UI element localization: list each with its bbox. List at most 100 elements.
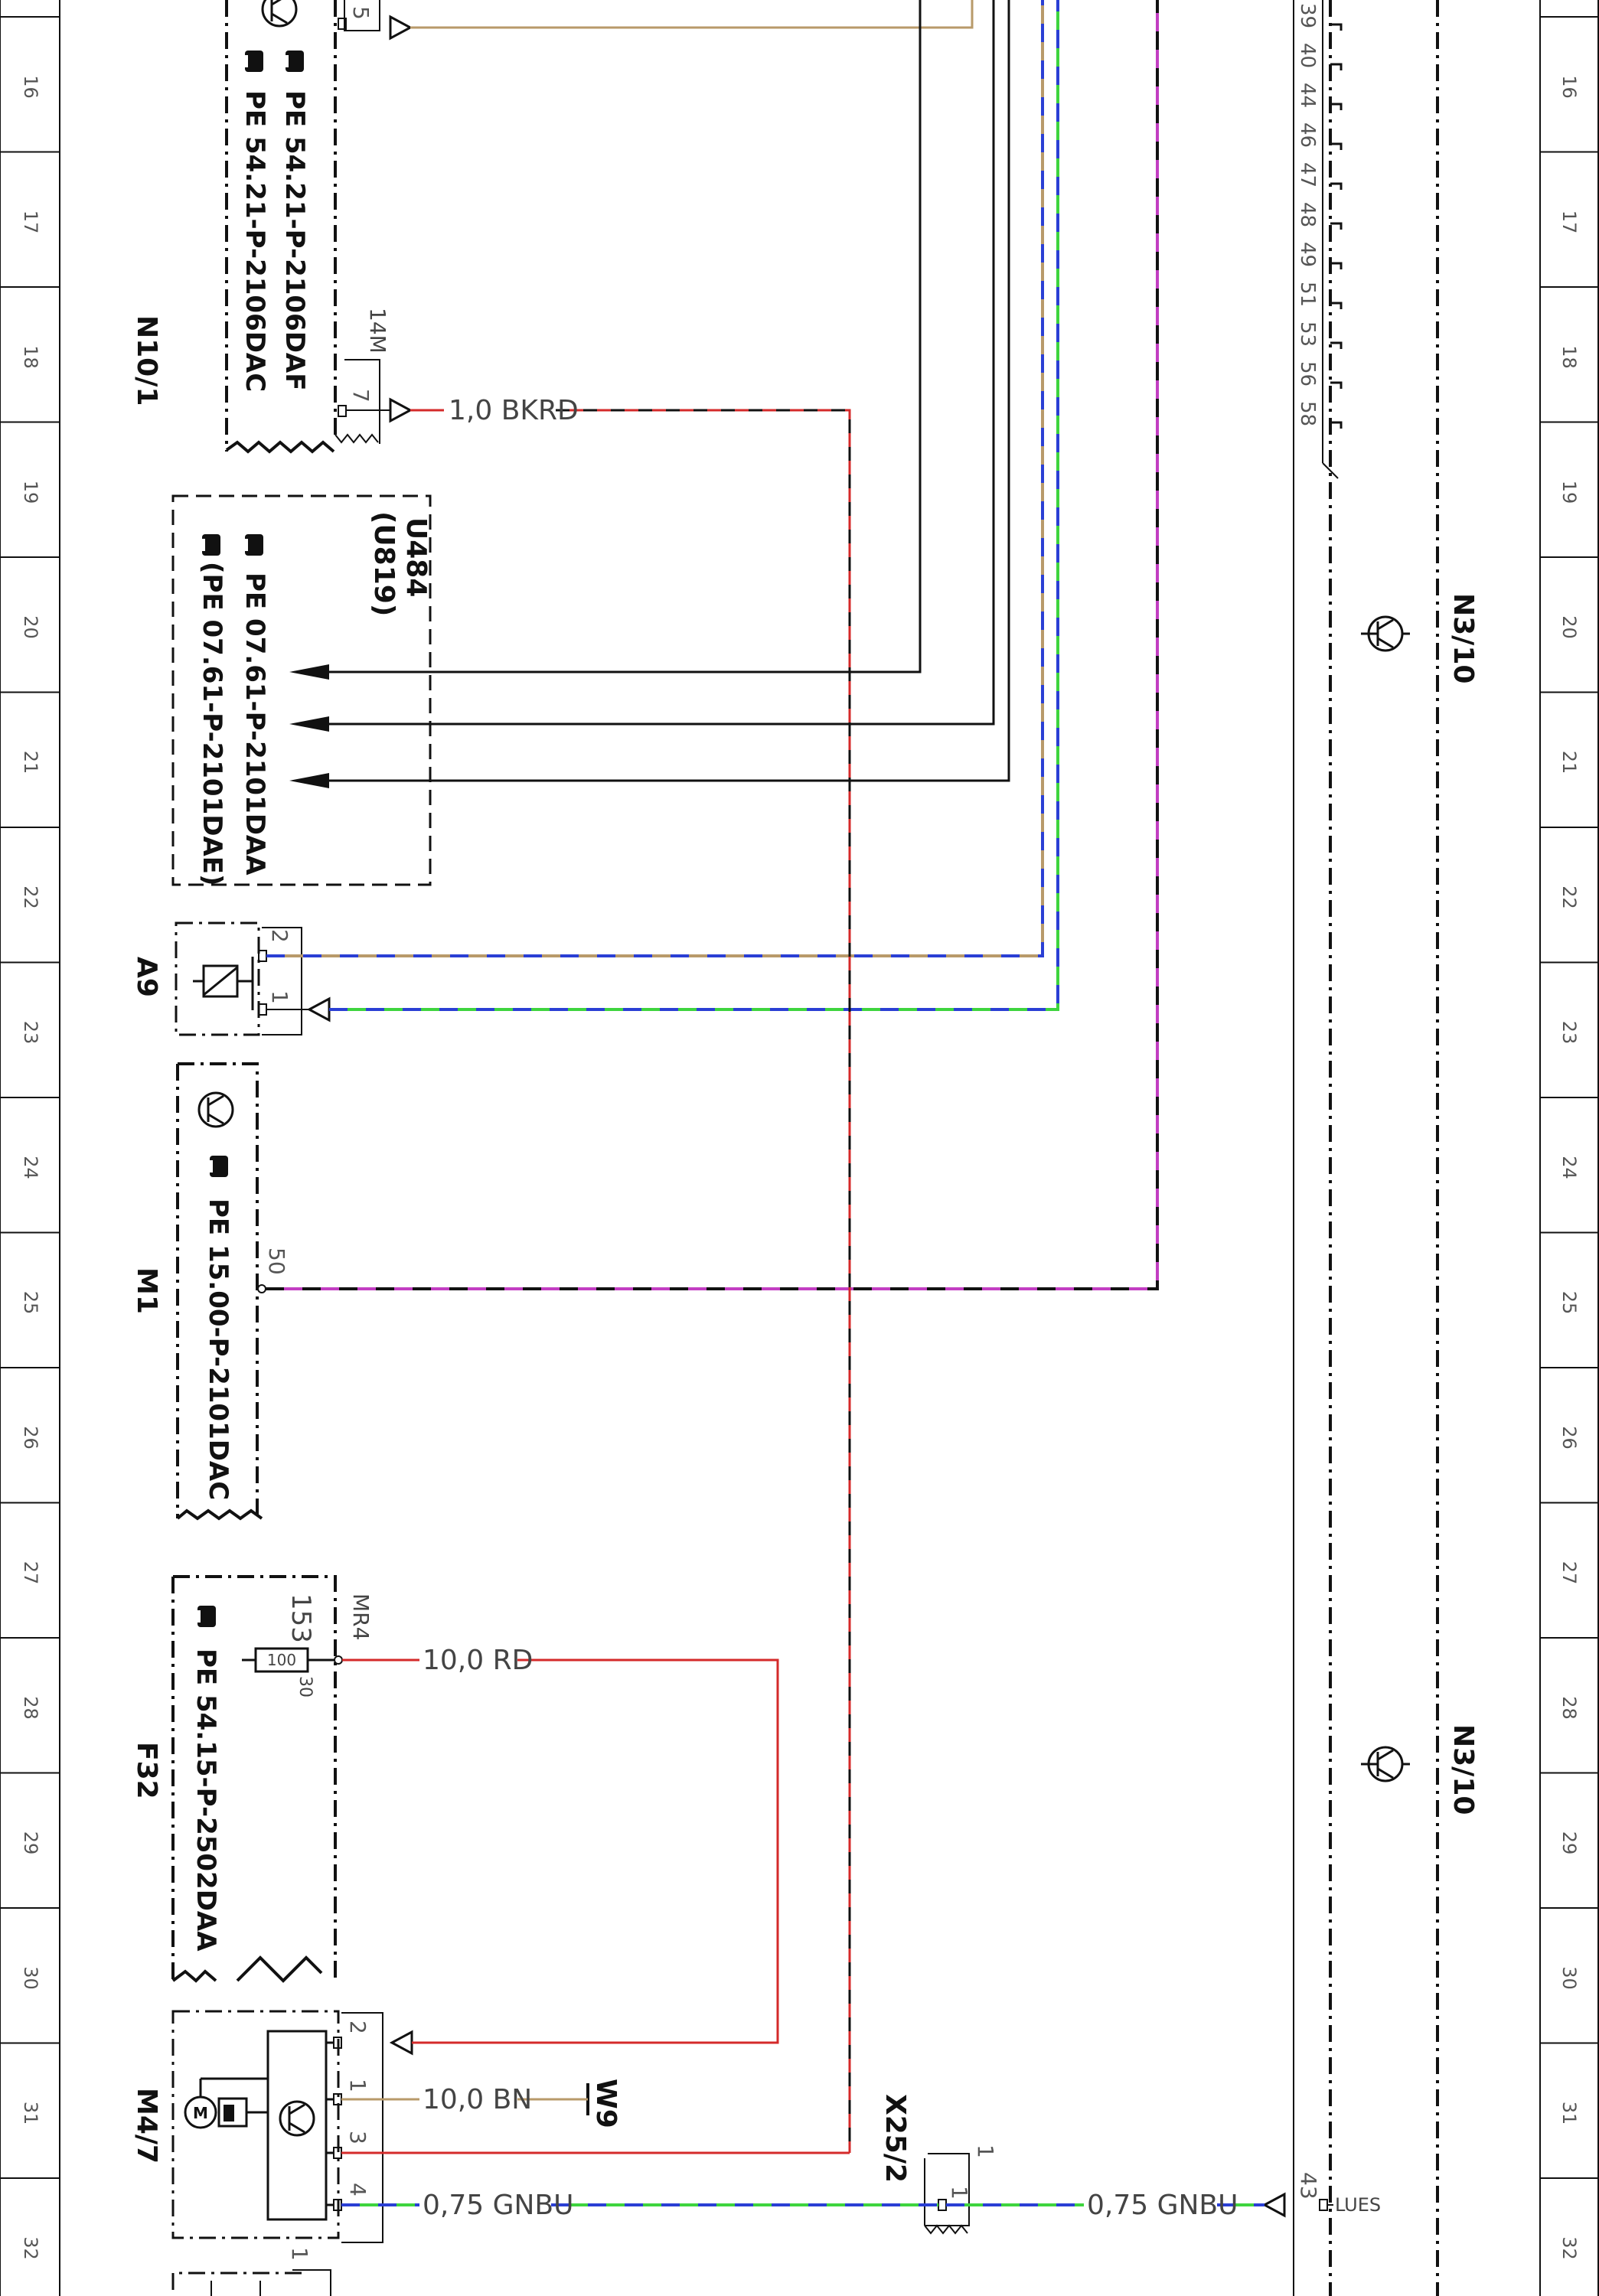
grid-number: 22 bbox=[1558, 885, 1580, 909]
grid-number: 23 bbox=[20, 1021, 41, 1045]
grid-number: 25 bbox=[20, 1291, 41, 1315]
svg-text:1,0 BKRD: 1,0 BKRD bbox=[449, 395, 579, 426]
n3-10-pin-terminal bbox=[1330, 222, 1343, 230]
svg-text:PE 15.00-P-2101DAC: PE 15.00-P-2101DAC bbox=[203, 1199, 233, 1500]
grid-number: 31 bbox=[20, 2102, 41, 2125]
partial-module-bottom: 1 bbox=[171, 2247, 331, 2296]
n10-1-doc-line-1: PE 54.21-P-2106DAC bbox=[240, 90, 270, 392]
f32-connector-label: MR4 bbox=[348, 1593, 374, 1640]
n3-10-pin-number: 39 bbox=[1296, 3, 1319, 28]
m4-7-fan-motor-icon: M bbox=[184, 2077, 268, 2129]
grid-number: 18 bbox=[1558, 345, 1580, 369]
svg-text:M1: M1 bbox=[131, 1267, 162, 1314]
n3-10-pin-number: 49 bbox=[1296, 242, 1319, 267]
grid-number: 24 bbox=[20, 1156, 41, 1179]
f32-fuse-number: 153 bbox=[286, 1593, 316, 1643]
n10-1-doc-line-2: PE 54.21-P-2106DAF bbox=[279, 90, 310, 390]
f32-doc-line: PE 54.15-P-2502DAA bbox=[191, 1649, 221, 1952]
n3-10-pin-terminal bbox=[1330, 63, 1343, 70]
wire-n10-pin5 bbox=[410, 0, 974, 29]
svg-text:1: 1 bbox=[345, 2079, 370, 2092]
grid-number: 31 bbox=[1558, 2102, 1580, 2125]
n3-10-pin-number: 40 bbox=[1296, 43, 1319, 68]
grid-number: 23 bbox=[1558, 1021, 1580, 1045]
svg-text:(U819): (U819) bbox=[368, 511, 400, 616]
wire-rd: 10,0 RD bbox=[342, 1645, 779, 2044]
svg-text:MR4: MR4 bbox=[348, 1593, 374, 1640]
m4-7-label: M4/7 bbox=[131, 2088, 162, 2164]
svg-text:X25/2: X25/2 bbox=[879, 2094, 911, 2183]
m4-7-pin-1: 1 bbox=[345, 2079, 370, 2092]
svg-text:1: 1 bbox=[267, 990, 292, 1004]
n3-10-pin-number: 58 bbox=[1296, 401, 1319, 426]
a9-label: A9 bbox=[131, 957, 162, 997]
u484-doc-line-2: (PE 07.61-P-2101DAE) bbox=[197, 562, 227, 886]
svg-text:M: M bbox=[193, 2104, 208, 2122]
n10-1-ecu-icon bbox=[261, 0, 298, 28]
svg-text:PE 54.21-P-2106DAF: PE 54.21-P-2106DAF bbox=[279, 90, 310, 390]
grid-number: 20 bbox=[20, 615, 41, 639]
svg-text:(PE 07.61-P-2101DAE): (PE 07.61-P-2101DAE) bbox=[197, 562, 227, 886]
svg-text:43: 43 bbox=[1296, 2172, 1321, 2200]
m4-7-pin-2: 2 bbox=[345, 2020, 370, 2034]
grid-number: 28 bbox=[20, 1696, 41, 1720]
wire-gnbu-1: 0,75 GNBU bbox=[341, 2190, 938, 2221]
a9-pin-1: 1 bbox=[267, 990, 292, 1004]
wire-gnbu-2: 0,75 GNBU bbox=[946, 2190, 1265, 2221]
grid-number: 22 bbox=[20, 885, 41, 909]
grid-number: 17 bbox=[1558, 210, 1580, 234]
svg-text:2: 2 bbox=[267, 929, 292, 943]
m4-7-pin-4: 4 bbox=[345, 2183, 370, 2197]
svg-text:0,75 GNBU: 0,75 GNBU bbox=[1087, 2190, 1238, 2221]
n3-10-pin-terminal bbox=[1330, 421, 1343, 429]
grid-number: 21 bbox=[1558, 751, 1580, 775]
svg-text:2: 2 bbox=[345, 2020, 370, 2034]
svg-text:U484: U484 bbox=[400, 517, 432, 597]
n3-10-label-bottom: N3/10 bbox=[1447, 1724, 1479, 1815]
f32-fuse-icon: 100 bbox=[242, 1647, 335, 1673]
w9-ground: W9 bbox=[586, 2079, 622, 2128]
n3-10-label-top: N3/10 bbox=[1447, 593, 1479, 683]
grid-number: 24 bbox=[1558, 1156, 1580, 1179]
svg-text:1: 1 bbox=[973, 2144, 998, 2158]
right-grid-ticks bbox=[1540, 16, 1598, 2179]
svg-text:N3/10: N3/10 bbox=[1447, 1724, 1479, 1815]
n10-1-pin-5: 5 bbox=[348, 6, 374, 20]
svg-text:1: 1 bbox=[947, 2186, 972, 2200]
grid-number: 21 bbox=[20, 751, 41, 775]
x25-2-connector: X25/2 1 1 bbox=[879, 2094, 998, 2235]
grid-number: 26 bbox=[1558, 1426, 1580, 1450]
n3-10-pin-number: 47 bbox=[1296, 162, 1319, 188]
m1-pin-50: 50 bbox=[264, 1247, 289, 1275]
n3-10-pin-43: 43 LUES bbox=[1261, 2172, 1381, 2218]
svg-text:5: 5 bbox=[348, 6, 374, 20]
m1-label: M1 bbox=[131, 1267, 162, 1314]
n3-10-pin-terminal bbox=[1330, 23, 1343, 31]
n10-1-doc-hand-icon-1 bbox=[242, 51, 263, 72]
n3-10-pin-number: 46 bbox=[1296, 122, 1319, 148]
n3-10-pin-number: 44 bbox=[1296, 83, 1319, 108]
u484-doc-line-1: PE 07.61-P-2101DAA bbox=[240, 572, 270, 876]
n3-10-pin-terminal bbox=[1330, 103, 1343, 110]
wires-u484 bbox=[329, 0, 1010, 782]
grid-number: 19 bbox=[1558, 481, 1580, 504]
grid-number: 20 bbox=[1558, 615, 1580, 639]
grid-number: 32 bbox=[1558, 2236, 1580, 2260]
wire-a9-pin2 bbox=[266, 0, 1044, 957]
grid-number: 27 bbox=[1558, 1561, 1580, 1585]
m1-ecu-icon bbox=[197, 1091, 234, 1128]
svg-text:7: 7 bbox=[348, 389, 374, 403]
a9-module: A9 2 1 bbox=[131, 921, 331, 1036]
svg-text:N10/1: N10/1 bbox=[131, 315, 162, 406]
f32-module: MR4 153 100 30 PE 54.15-P-2502DAA F32 bbox=[131, 1575, 374, 1983]
svg-text:A9: A9 bbox=[131, 957, 162, 997]
svg-text:LUES: LUES bbox=[1335, 2194, 1381, 2216]
grid-number: 29 bbox=[20, 1831, 41, 1855]
n10-1-doc-hand-icon-2 bbox=[282, 51, 304, 72]
partial-module-pin-1: 1 bbox=[287, 2247, 312, 2261]
u484-doc-hand-icon-1 bbox=[242, 534, 263, 556]
grid-number: 19 bbox=[20, 481, 41, 504]
